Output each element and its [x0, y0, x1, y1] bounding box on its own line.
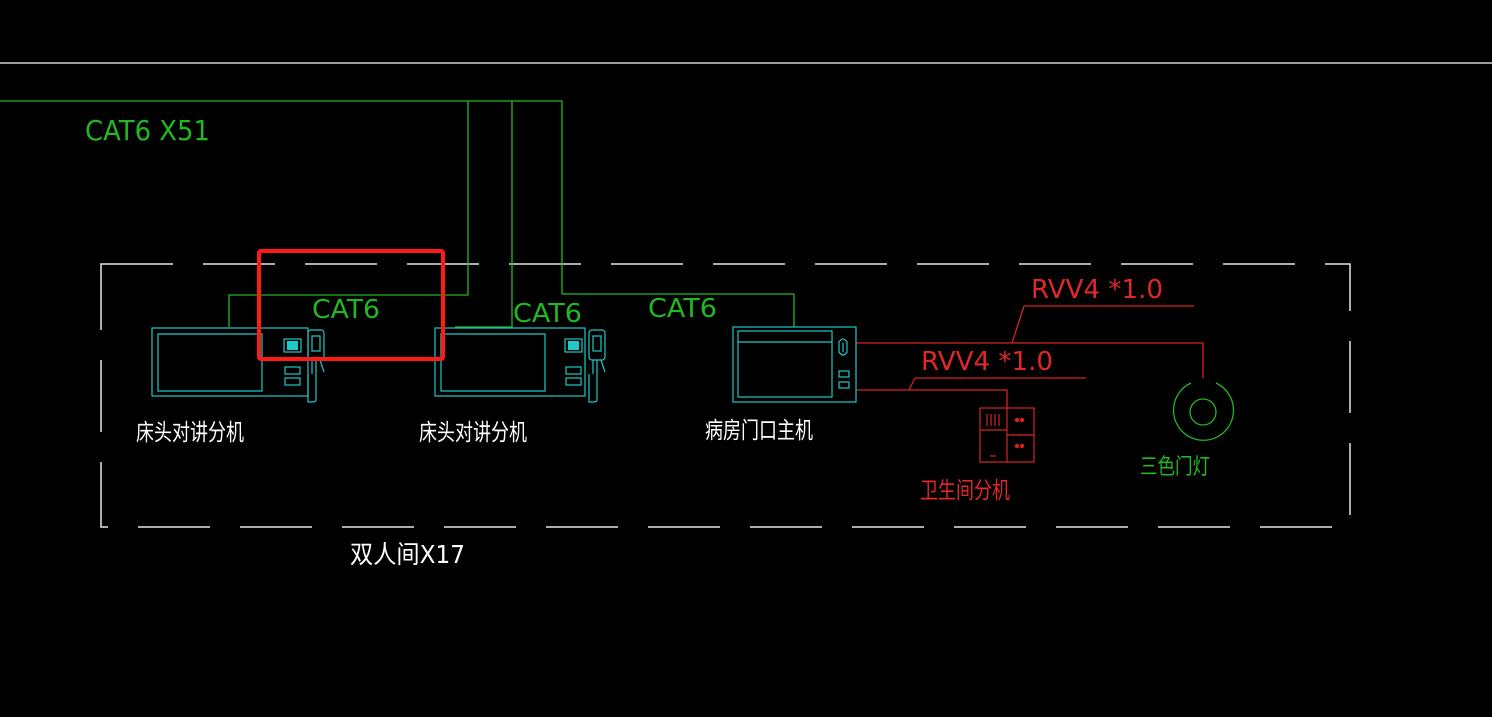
door-master-unit [732, 326, 857, 403]
room-boundary [100, 263, 1351, 528]
cable-label-1: CAT6 [312, 295, 380, 325]
door-unit-label: 病房门口主机 [705, 418, 813, 444]
highlight-box [257, 249, 445, 361]
bathroom-unit [979, 407, 1035, 463]
door-lamp-label: 三色门灯 [1140, 455, 1210, 480]
cable-label-2: CAT6 [513, 299, 582, 329]
main-cable-label: CAT6 X51 [85, 114, 210, 147]
bed-intercom-label-1: 床头对讲分机 [136, 420, 244, 446]
bed-intercom-label-2: 床头对讲分机 [419, 420, 527, 446]
room-label: 双人间X17 [350, 540, 465, 569]
rvv-label-top: RVV4 *1.0 [1031, 275, 1163, 305]
cable-label-3: CAT6 [648, 294, 717, 324]
rvv-wiring [856, 305, 1204, 408]
door-lamp [1172, 382, 1235, 441]
bathroom-unit-label: 卫生间分机 [920, 478, 1010, 504]
cat6-wiring [0, 100, 795, 328]
bedside-intercom-2 [434, 327, 606, 403]
bedside-intercom-1 [151, 327, 325, 403]
rvv-label-bottom: RVV4 *1.0 [921, 347, 1053, 377]
